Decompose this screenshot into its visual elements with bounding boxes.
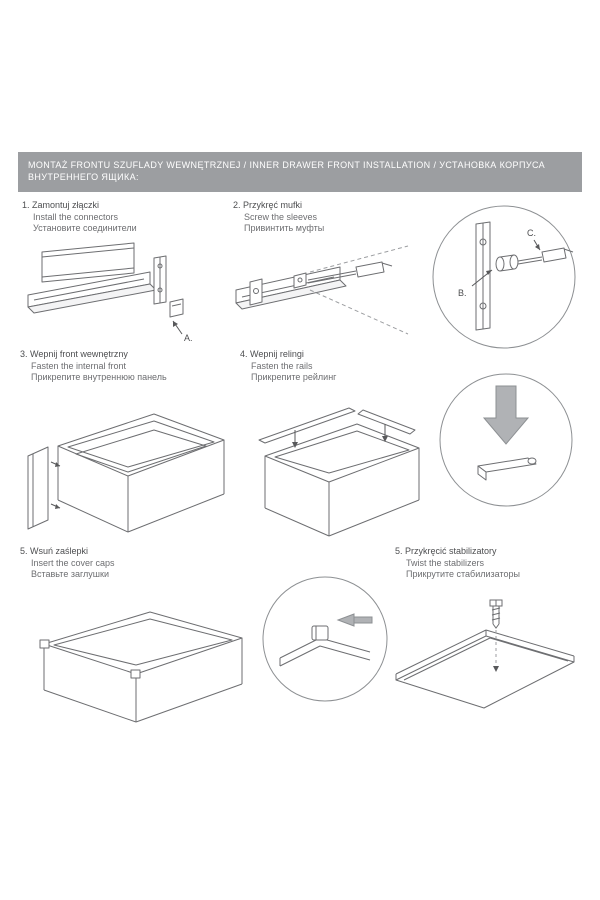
step1-diagram-connectors: A. xyxy=(27,242,193,343)
step1-title-en: Install the connectors xyxy=(33,211,119,222)
screwdriver-icon xyxy=(355,261,385,278)
step3-diagram-internal-front xyxy=(27,413,225,533)
step6-number: 5. xyxy=(395,546,403,556)
leader-line xyxy=(309,289,409,335)
step4-diagram-rails xyxy=(258,407,420,537)
step5-caption: 5. Wsuń zaślepki Insert the cover caps В… xyxy=(20,546,115,581)
rail-left xyxy=(258,407,356,444)
callout-a-label: A. xyxy=(184,333,193,343)
step2-caption: 2. Przykręć mufki Screw the sleeves Прив… xyxy=(233,200,324,235)
header-line-2: ВНУТРЕННЕГО ЯЩИКА: xyxy=(28,172,139,182)
step6-title-ru: Прикрутите стабилизаторы xyxy=(406,569,520,579)
step4-title-en: Fasten the rails xyxy=(251,360,313,371)
cover-cap xyxy=(39,639,50,649)
step3-title-ru: Прикрепите внутреннюю панель xyxy=(31,372,167,382)
left-arrow-icon xyxy=(353,616,373,624)
step3-number: 3. xyxy=(20,349,28,359)
step1-number: 1. xyxy=(22,200,30,210)
rail-right xyxy=(357,409,416,435)
section-header: MONTAŻ FRONTU SZUFLADY WEWNĘTRZNEJ / INN… xyxy=(18,152,582,192)
step3-caption: 3. Wepnij front wewnętrzny Fasten the in… xyxy=(20,349,167,384)
callout-circle xyxy=(432,205,576,349)
front-panel xyxy=(27,446,49,530)
step2-number: 2. xyxy=(233,200,241,210)
step2-title-ru: Привинтить муфты xyxy=(244,223,325,233)
header-line-1: MONTAŻ FRONTU SZUFLADY WEWNĘTRZNEJ / INN… xyxy=(28,160,546,170)
step6-title-pl: 5. Przykręcić stabilizatory xyxy=(395,546,497,556)
step5-diagram-cover-caps xyxy=(39,611,243,723)
step2-title-en: Screw the sleeves xyxy=(244,211,318,222)
step1-caption: 1. Zamontuj złączki Install the connecto… xyxy=(22,200,137,235)
callout-b-label: B. xyxy=(458,288,467,298)
step2-callout-circle: B. C. xyxy=(432,205,576,349)
step4-callout-circle xyxy=(439,373,573,507)
screwdriver-icon xyxy=(541,247,567,263)
step1-title-pl: 1. Zamontuj złączki xyxy=(22,200,100,210)
step4-number: 4. xyxy=(240,349,248,359)
step2-title-pl: 2. Przykręć mufki xyxy=(233,200,303,210)
leader-line xyxy=(309,245,409,273)
step4-title-ru: Прикрепите рейлинг xyxy=(251,372,337,382)
down-arrow-icon xyxy=(482,385,530,445)
screw-icon xyxy=(489,599,503,629)
step3-title-pl: 3. Wepnij front wewnętrzny xyxy=(20,349,128,359)
step5-number: 5. xyxy=(20,546,28,556)
step5-title-ru: Вставьте заглушки xyxy=(31,569,109,579)
step3-title-en: Fasten the internal front xyxy=(31,360,127,371)
cover-cap xyxy=(311,625,329,641)
step4-caption: 4. Wepnij relingi Fasten the rails Прикр… xyxy=(240,349,336,384)
step6-caption: 5. Przykręcić stabilizatory Twist the st… xyxy=(395,546,520,581)
step2-diagram-sleeves xyxy=(235,245,409,335)
step6-diagram-stabilizers xyxy=(395,599,575,709)
step4-title-pl: 4. Wepnij relingi xyxy=(240,349,304,359)
step5-callout-circle xyxy=(262,576,388,702)
step5-title-pl: 5. Wsuń zaślepki xyxy=(20,546,89,556)
callout-c-label: C. xyxy=(527,228,536,238)
step5-title-en: Insert the cover caps xyxy=(31,557,115,568)
callout-a-arrowhead xyxy=(173,321,178,327)
step1-title-ru: Установите соединители xyxy=(33,223,137,233)
cover-cap xyxy=(130,669,141,679)
step6-title-en: Twist the stabilizers xyxy=(406,557,485,568)
